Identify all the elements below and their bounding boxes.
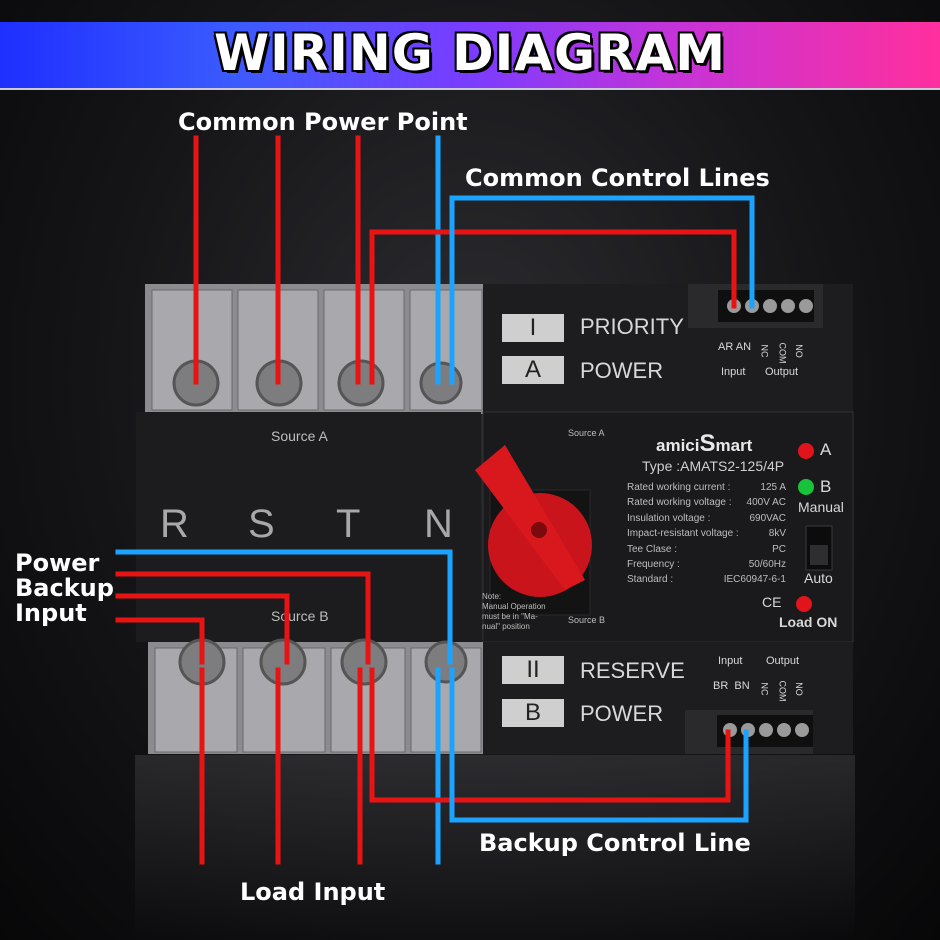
indicator-a: A — [820, 440, 832, 459]
common-control-lines-label: Common Control Lines — [465, 164, 770, 192]
spec-value: 8kV — [768, 528, 786, 540]
spec-key: Rated working current : — [627, 482, 731, 493]
spec-key: Insulation voltage : — [627, 512, 711, 524]
title-banner — [0, 22, 940, 90]
brand-suffix: mart — [715, 436, 753, 455]
phase-s: S — [248, 502, 275, 546]
power-backup-label-3: Input — [15, 599, 87, 627]
brand-s: S — [699, 430, 716, 457]
phase-t: T — [336, 502, 361, 546]
indicator-b: B — [820, 477, 832, 496]
light-load — [796, 596, 812, 612]
reserve-text: RESERVE — [580, 658, 685, 683]
screw-b3 — [340, 638, 388, 686]
reserve-numeral: II — [526, 656, 540, 683]
wire-control-blue-top — [449, 195, 755, 385]
priority-text: PRIORITY — [580, 314, 684, 339]
wire-backup-r — [115, 617, 205, 665]
ce-mark: CE — [762, 594, 782, 610]
type-label: Type :AMATS2-125/4P — [642, 458, 785, 474]
phase-r: R — [160, 502, 189, 546]
bottom-output-label: Output — [766, 655, 800, 667]
wire-backup-control-red — [369, 667, 731, 803]
auto-label: Auto — [804, 570, 833, 586]
load-on-label: Load ON — [779, 614, 838, 630]
screw-b2 — [259, 638, 307, 686]
light-a — [798, 443, 814, 459]
spec-value: 50/60Hz — [748, 559, 786, 570]
brand-logo: amiciSmart — [656, 430, 752, 458]
power-backup-label-1: Power — [15, 549, 100, 577]
spec-value: 400V AC — [746, 497, 786, 509]
top-ar-an: AR AN — [718, 341, 752, 353]
spec-value: PC — [772, 543, 786, 555]
knob-source-a: Source A — [568, 428, 605, 438]
spec-value: 690VAC — [749, 512, 786, 524]
phase-n: N — [424, 502, 453, 546]
wire-control-red-top — [369, 229, 737, 385]
priority-letter-box: A — [502, 356, 564, 384]
spec-key: Tee Clase : — [627, 543, 678, 555]
spec-key: Standard : — [627, 574, 674, 586]
light-b — [798, 479, 814, 495]
reserve-power-text: POWER — [580, 701, 664, 726]
knob-source-b: Source B — [568, 615, 606, 625]
reserve-numeral-box: II — [502, 656, 564, 684]
wire-backup-n — [115, 549, 453, 665]
top-output-label: Output — [765, 366, 799, 378]
manual-label: Manual — [798, 499, 844, 515]
spec-value: IEC60947-6-1 — [723, 574, 786, 586]
priority-numeral-box: I — [502, 314, 564, 342]
spec-value: 125 A — [760, 482, 786, 493]
spec-key: Impact-resistant voltage : — [627, 528, 739, 540]
power-backup-label-2: Backup — [15, 574, 114, 602]
main-body-left — [136, 412, 481, 642]
note-line-1: Note: — [482, 592, 502, 601]
priority-power-text: POWER — [580, 358, 664, 383]
priority-letter: A — [524, 356, 541, 383]
spec-key: Frequency : — [627, 559, 680, 570]
reserve-letter: B — [524, 699, 541, 726]
wire-backup-t — [115, 571, 371, 665]
note-line-3: must be in "Ma- — [482, 612, 538, 621]
backup-control-line-label: Backup Control Line — [479, 829, 751, 857]
knob-lever — [475, 445, 585, 590]
bottom-input-label: Input — [718, 655, 743, 667]
note-line-4: nual" position — [482, 622, 530, 631]
load-input-label: Load Input — [240, 878, 386, 906]
brand-prefix: amici — [656, 436, 700, 455]
bottom-br-bn: BR BN — [713, 680, 750, 692]
floor-reflection — [135, 755, 855, 940]
common-power-point-label: Common Power Point — [178, 108, 468, 136]
reserve-letter-box: B — [502, 699, 564, 727]
source-a-label: Source A — [271, 428, 328, 444]
wire-backup-s — [115, 593, 290, 665]
wire-backup-control-blue — [449, 667, 749, 823]
top-input-label: Input — [721, 366, 746, 378]
note-line-2: Manual Operation — [482, 602, 546, 611]
banner-title: WIRING DIAGRAM — [214, 24, 726, 82]
spec-key: Rated working voltage : — [627, 497, 732, 509]
priority-numeral: I — [529, 314, 537, 341]
